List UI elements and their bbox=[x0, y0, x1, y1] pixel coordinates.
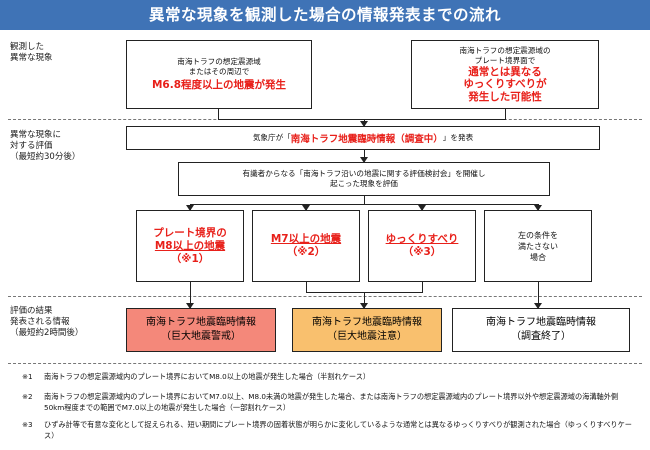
result-box-investigation-end: 南海トラフ地震臨時情報 （調査終了） bbox=[452, 308, 630, 352]
result-box-major-warning: 南海トラフ地震臨時情報 （巨大地震警戒） bbox=[126, 308, 276, 352]
arrow bbox=[418, 204, 427, 211]
observed-box-slow-slip: 南海トラフの想定震源域の プレート境界面で 通常とは異なる ゆっくりすべりが 発… bbox=[411, 40, 599, 109]
case-box-m8: プレート境界の M8以上の地震 （※1） bbox=[136, 210, 244, 282]
connector bbox=[306, 282, 307, 292]
arrow bbox=[534, 204, 543, 211]
observed-box-large-quake: 南海トラフの想定震源域 またはその周辺で M6.8程度以上の地震が発生 bbox=[126, 40, 312, 109]
footnote-mark: ※1 bbox=[22, 372, 33, 381]
council-line1: 有識者からなる「南海トラフ沿いの地震に関する評価検討会」を開催し bbox=[242, 169, 486, 178]
case1-line3: （※1） bbox=[170, 252, 210, 265]
result2-line2: （巨大地震注意） bbox=[327, 331, 407, 342]
connector bbox=[364, 196, 365, 204]
case-box-none: 左の条件を 満たさない 場合 bbox=[484, 210, 592, 282]
jma-red: 南海トラフ地震臨時情報（調査中） bbox=[290, 134, 443, 145]
footnote-3: ※3 ひずみ計等で有意な変化として捉えられる、短い期間にプレート境界の固着状態が… bbox=[22, 420, 634, 441]
case3-line2: （※3） bbox=[402, 246, 442, 258]
case4-line2: 満たさない bbox=[518, 241, 558, 251]
connector bbox=[505, 109, 506, 119]
council-line2: 起こった現象を評価 bbox=[330, 179, 398, 188]
obs-left-red: M6.8程度以上の地震が発生 bbox=[151, 79, 287, 91]
case1-line1: プレート境界の bbox=[153, 226, 227, 239]
case4-line1: 左の条件を bbox=[518, 230, 558, 240]
arrow bbox=[360, 292, 369, 309]
jma-announcement-box: 気象庁が「南海トラフ地震臨時情報（調査中）」を発表 bbox=[126, 126, 600, 150]
connector bbox=[218, 109, 219, 119]
result2-line1: 南海トラフ地震臨時情報 bbox=[312, 317, 422, 328]
page-title: 異常な現象を観測した場合の情報発表までの流れ bbox=[0, 0, 650, 30]
arrow bbox=[186, 204, 195, 211]
footnote-mark: ※3 bbox=[22, 420, 33, 429]
footnote-text: 南海トラフの想定震源域内のプレート境界においてM8.0以上の地震が発生した場合（… bbox=[44, 372, 371, 381]
case2-line1: M7以上の地震 bbox=[270, 233, 342, 245]
case2-line2: （※2） bbox=[286, 246, 326, 258]
council-box: 有識者からなる「南海トラフ沿いの地震に関する評価検討会」を開催し 起こった現象を… bbox=[178, 162, 550, 196]
arrow bbox=[534, 282, 543, 309]
side-label-result: 評価の結果 発表される情報 （最短約2時間後） bbox=[10, 306, 84, 338]
case1-line2: M8以上の地震 bbox=[154, 239, 226, 252]
result3-line1: 南海トラフ地震臨時情報 bbox=[486, 317, 596, 328]
footnote-text: ひずみ計等で有意な変化として捉えられる、短い期間にプレート境界の固着状態が明らか… bbox=[44, 420, 632, 440]
arrow bbox=[360, 150, 369, 163]
result-box-advisory: 南海トラフ地震臨時情報 （巨大地震注意） bbox=[292, 308, 442, 352]
obs-right-red2: ゆっくりすべりが bbox=[463, 78, 547, 91]
section-divider bbox=[8, 296, 642, 297]
jma-suffix: 」を発表 bbox=[442, 133, 474, 142]
obs-right-red1: 通常とは異なる bbox=[468, 65, 542, 78]
side-label-evaluation: 異常な現象に 対する評価 （最短約30分後） bbox=[10, 130, 81, 162]
obs-left-line1: 南海トラフの想定震源域 bbox=[177, 57, 261, 66]
footnote-2: ※2 南海トラフの想定震源域内のプレート境界においてM7.0以上、M8.0未満の… bbox=[22, 392, 634, 413]
arrow bbox=[302, 204, 311, 211]
arrow bbox=[186, 282, 195, 309]
result3-line2: （調査終了） bbox=[511, 331, 571, 342]
result1-line1: 南海トラフ地震臨時情報 bbox=[146, 317, 256, 328]
connector bbox=[190, 204, 539, 205]
footnote-text: 南海トラフの想定震源域内のプレート境界においてM7.0以上、M8.0未満の地震が… bbox=[44, 392, 619, 412]
section-divider bbox=[8, 363, 642, 364]
jma-prefix: 気象庁が「 bbox=[252, 133, 291, 142]
footnote-mark: ※2 bbox=[22, 392, 33, 401]
connector bbox=[422, 282, 423, 292]
obs-right-line2: プレート境界面で bbox=[474, 55, 536, 65]
side-label-observed: 観測した 異常な現象 bbox=[10, 42, 53, 63]
case3-line1: ゆっくりすべり bbox=[385, 233, 459, 245]
arrow bbox=[360, 119, 369, 127]
obs-right-red3: 発生した可能性 bbox=[468, 90, 542, 103]
case4-line3: 場合 bbox=[530, 252, 546, 262]
case-box-m7: M7以上の地震 （※2） bbox=[252, 210, 360, 282]
obs-right-line1: 南海トラフの想定震源域の bbox=[459, 45, 551, 55]
result1-line2: （巨大地震警戒） bbox=[161, 331, 241, 342]
case-box-slow-slip: ゆっくりすべり （※3） bbox=[368, 210, 476, 282]
obs-left-line2: またはその周辺で bbox=[188, 67, 250, 76]
connector bbox=[218, 119, 506, 120]
footnote-1: ※1 南海トラフの想定震源域内のプレート境界においてM8.0以上の地震が発生した… bbox=[22, 372, 634, 383]
